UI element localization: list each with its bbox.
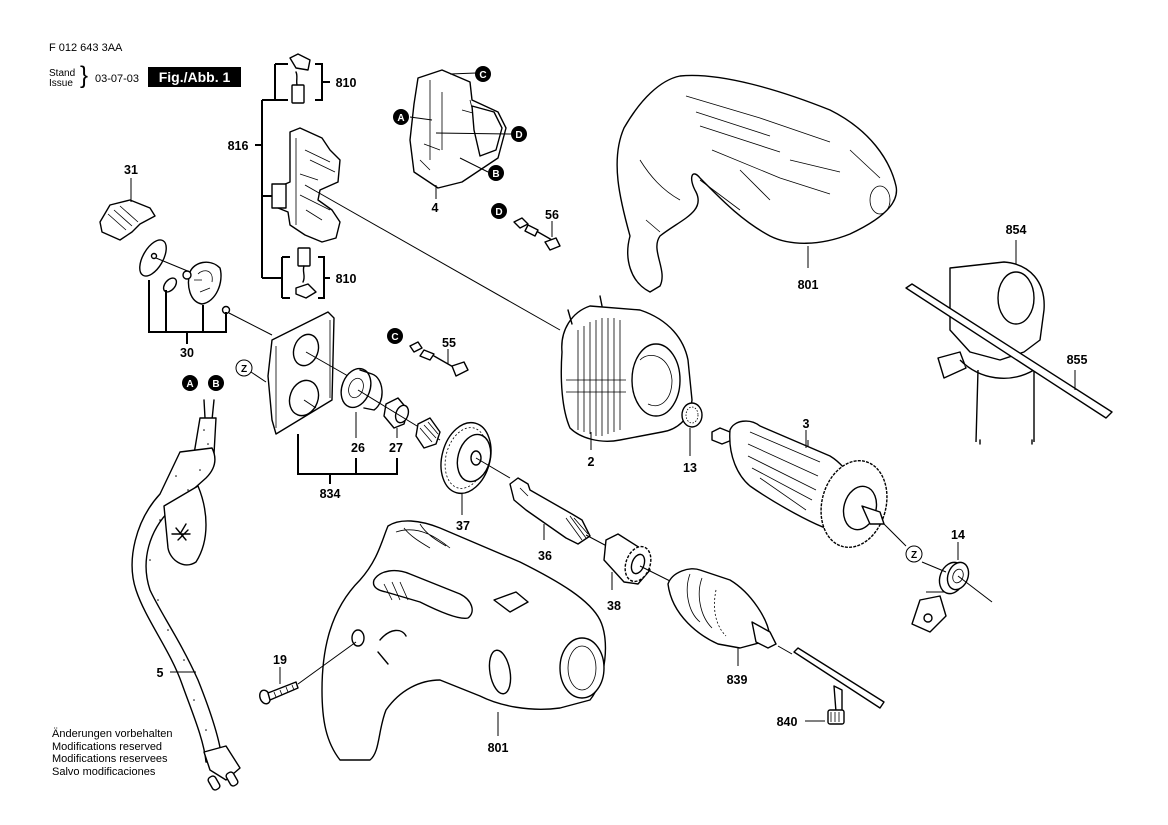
marker-Z-right: Z bbox=[905, 545, 923, 563]
marker-D-top: D bbox=[511, 126, 527, 142]
label-840: 840 bbox=[777, 715, 798, 729]
brush-holder-assembly bbox=[271, 127, 341, 243]
marker-B-cord: B bbox=[208, 375, 224, 391]
marker-C-top: C bbox=[475, 66, 491, 82]
carbon-brush-lower bbox=[295, 247, 317, 299]
speed-selector-set bbox=[139, 239, 273, 344]
spring bbox=[415, 417, 441, 449]
label-839: 839 bbox=[727, 673, 748, 687]
screw bbox=[259, 641, 357, 705]
depth-stop bbox=[905, 283, 1113, 419]
cord-texture bbox=[149, 429, 209, 731]
svg-text:Z: Z bbox=[241, 364, 247, 375]
bearing-holder bbox=[911, 591, 947, 633]
connector-lead-55 bbox=[409, 341, 469, 377]
marker-A-top: A bbox=[393, 109, 409, 125]
marker-B-top: B bbox=[488, 165, 504, 181]
svg-text:A: A bbox=[186, 379, 193, 390]
label-38: 38 bbox=[607, 599, 621, 613]
connector-lead-56 bbox=[513, 217, 561, 251]
switch-cap bbox=[99, 178, 156, 241]
svg-text:B: B bbox=[212, 379, 219, 390]
label-31: 31 bbox=[124, 163, 138, 177]
ball-bearing-14 bbox=[911, 542, 993, 633]
label-834: 834 bbox=[320, 487, 341, 501]
drill-chuck bbox=[667, 568, 793, 666]
chuck-key bbox=[793, 647, 885, 725]
note-fr: Modifications reservees bbox=[52, 753, 168, 765]
label-810-upper: 810 bbox=[336, 76, 357, 90]
armature bbox=[711, 420, 907, 549]
stand-issue-label: Stand Issue bbox=[49, 69, 75, 89]
document-number: F 012 643 3AA bbox=[49, 42, 123, 54]
note-de: Änderungen vorbehalten bbox=[52, 728, 173, 740]
label-36: 36 bbox=[538, 549, 552, 563]
figure-label: Fig./Abb. 1 bbox=[148, 67, 241, 87]
label-5: 5 bbox=[157, 666, 164, 680]
label-816: 816 bbox=[228, 139, 249, 153]
bearing-plate-assembly bbox=[267, 311, 441, 484]
svg-text:B: B bbox=[492, 169, 499, 180]
auxiliary-handle bbox=[937, 240, 1045, 445]
bracket-810-upper bbox=[262, 63, 330, 101]
note-es: Salvo modificaciones bbox=[52, 765, 156, 778]
issue-date: 03-07-03 bbox=[95, 73, 140, 85]
field-stator bbox=[560, 295, 693, 450]
label-3: 3 bbox=[803, 417, 810, 431]
label-801-bottom: 801 bbox=[488, 741, 509, 755]
needle-sleeve-27 bbox=[383, 397, 410, 429]
label-56: 56 bbox=[545, 208, 559, 222]
plug bbox=[203, 745, 241, 791]
brace-icon: } bbox=[80, 62, 89, 89]
label-13: 13 bbox=[683, 461, 697, 475]
label-801-top: 801 bbox=[798, 278, 819, 292]
label-2: 2 bbox=[588, 455, 595, 469]
gear-wheel bbox=[440, 421, 511, 515]
label-855: 855 bbox=[1067, 353, 1088, 367]
switch bbox=[409, 69, 512, 199]
marker-Z-left: Z bbox=[235, 359, 267, 383]
bearing-26 bbox=[340, 367, 383, 411]
label-19: 19 bbox=[273, 653, 287, 667]
issue-label: Issue bbox=[49, 78, 73, 89]
label-27: 27 bbox=[389, 441, 403, 455]
svg-text:C: C bbox=[391, 332, 398, 343]
marker-A-cord: A bbox=[182, 375, 198, 391]
label-26: 26 bbox=[351, 441, 365, 455]
label-4: 4 bbox=[432, 201, 439, 215]
svg-text:D: D bbox=[515, 130, 522, 141]
bracket-810-lower bbox=[262, 256, 330, 299]
label-14: 14 bbox=[951, 528, 965, 542]
stand-label: Stand bbox=[49, 68, 76, 79]
marker-D-lead: D bbox=[491, 203, 507, 219]
needle-bearing bbox=[681, 402, 703, 456]
brush-holder-group bbox=[255, 53, 561, 331]
housing-right bbox=[616, 74, 898, 293]
drill-spindle bbox=[509, 477, 619, 553]
housing-left bbox=[321, 520, 607, 761]
label-30: 30 bbox=[180, 346, 194, 360]
svg-text:A: A bbox=[397, 113, 404, 124]
assembly-line bbox=[304, 184, 561, 331]
modification-notes: Änderungen vorbehalten Modifications res… bbox=[52, 728, 172, 778]
svg-text:Z: Z bbox=[911, 550, 917, 561]
label-810-lower: 810 bbox=[336, 272, 357, 286]
note-en: Modifications reserved bbox=[52, 740, 163, 753]
label-55: 55 bbox=[442, 336, 456, 350]
svg-text:D: D bbox=[495, 207, 502, 218]
power-cord bbox=[131, 399, 241, 791]
label-854: 854 bbox=[1006, 223, 1027, 237]
carbon-brush-upper bbox=[289, 53, 311, 104]
label-37: 37 bbox=[456, 519, 470, 533]
svg-text:C: C bbox=[479, 70, 486, 81]
marker-C-lead: C bbox=[387, 328, 403, 344]
ratchet-sleeve bbox=[603, 533, 673, 590]
